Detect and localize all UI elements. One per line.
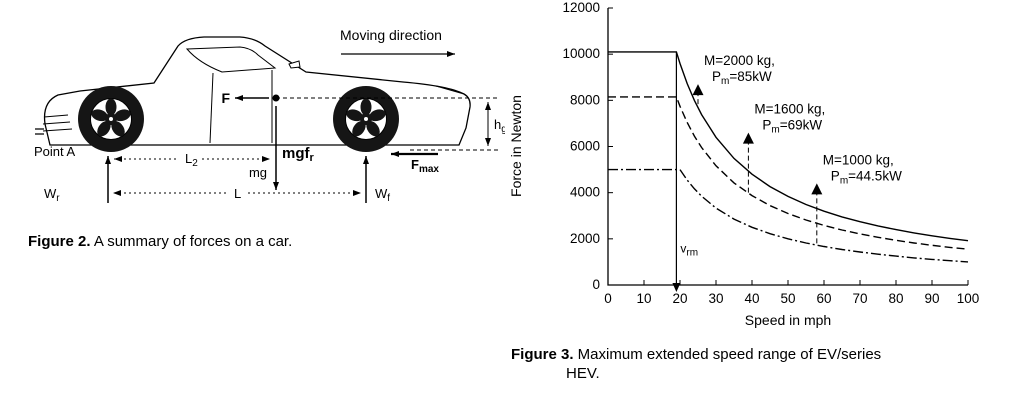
x-tick-label: 30 [708,291,723,306]
x-tick-label: 40 [744,291,759,306]
figure2-caption-number: Figure 2. [28,233,91,250]
moving-direction-label: Moving direction [340,27,442,43]
figure3-caption: Figure 3. Maximum extended speed range o… [511,346,1012,384]
annotation-power-label: Pm=44.5kW [831,168,902,186]
cg-point [272,94,280,102]
annotation-triangle-icon [811,183,823,195]
front-spokes-icon [346,98,386,137]
figure3-caption-line2: HEV. [566,364,600,382]
series-solid [608,51,969,242]
rear-normal-force-label: Wr [44,186,60,204]
annotation-mass-label: M=2000 kg, [704,53,775,68]
plot-layer: 0 10 20 30 40 50 60 70 80 90 100 0 2000 4000 6000 8000 1… [562,0,979,306]
vrm-label: vrm [680,242,698,259]
point-a-label: Point A [34,144,76,159]
annotation-triangle-icon [692,84,704,96]
figure2-diagram: Moving direction F mg mgfr Fmax Wr Wf L2 [34,27,507,204]
y-tick-label: 8000 [570,92,600,107]
x-axis-label: Speed in mph [745,312,831,328]
x-tick-label: 100 [957,291,980,306]
front-wheel [333,86,399,152]
x-tick-label: 60 [816,291,831,306]
y-tick-label: 0 [592,277,600,292]
figure3-caption-text: Maximum extended speed range of EV/serie… [573,346,882,363]
weight-label: mg [249,165,267,180]
drag-force-label: F [221,90,230,106]
figure2: Moving direction F mg mgfr Fmax Wr Wf L2 [8,2,507,252]
front-normal-force-label: Wf [375,186,390,204]
series-dashdot [608,168,969,263]
y-tick-label: 10000 [562,46,600,61]
car-rear-vents [42,114,73,132]
figure2-caption: Figure 2. A summary of forces on a car. [28,233,505,252]
x-tick-label: 70 [852,291,867,306]
y-tick-label: 12000 [562,0,600,15]
rear-wheel [78,86,144,152]
l-dimension-label: L [234,186,241,201]
x-tick-label: 20 [672,291,687,306]
annotation-mass-label: M=1000 kg, [823,152,894,167]
figure3-caption-line1: Figure 3. Maximum extended speed range o… [511,346,1012,365]
car-panel-seam [209,72,214,144]
figure3: Force in Newton Speed in mph 0 10 20 30 40 50… [505,0,1012,384]
vrm-arrowhead-icon [672,283,681,292]
annotation-triangle-icon [742,132,754,144]
car-exhaust [35,128,44,135]
rear-hub-center [109,117,113,121]
front-hub-center [364,117,368,121]
x-tick-label: 90 [924,291,939,306]
annotation-power-label: Pm=85kW [712,69,772,87]
x-tick-label: 0 [604,291,612,306]
tractive-force-label: Fmax [411,157,439,175]
x-tick-label: 10 [636,291,651,306]
car-headlight-line [435,85,465,95]
car-mirror [288,60,301,69]
series-dashed [608,96,969,250]
figure3-caption-number: Figure 3. [511,346,574,363]
x-tick-label: 80 [888,291,903,306]
car-side-window [185,46,277,73]
annotation-mass-label: M=1600 kg, [754,102,825,117]
y-tick-label: 6000 [570,139,600,154]
figure3-chart-svg: Force in Newton Speed in mph 0 10 20 30 40 50… [508,0,979,328]
rolling-resistance-label: mgfr [282,145,315,164]
l2-dimension-label: L2 [185,151,198,169]
y-axis-label: Force in Newton [508,95,524,197]
y-tick-label: 4000 [570,185,600,200]
hg-dimension-label: hg [494,117,505,135]
figure2-caption-text: A summary of forces on a car. [90,233,293,250]
annotation-power-label: Pm=69kW [762,118,822,136]
y-tick-label: 2000 [570,231,600,246]
rear-spokes-icon [91,98,131,137]
x-tick-label: 50 [780,291,795,306]
